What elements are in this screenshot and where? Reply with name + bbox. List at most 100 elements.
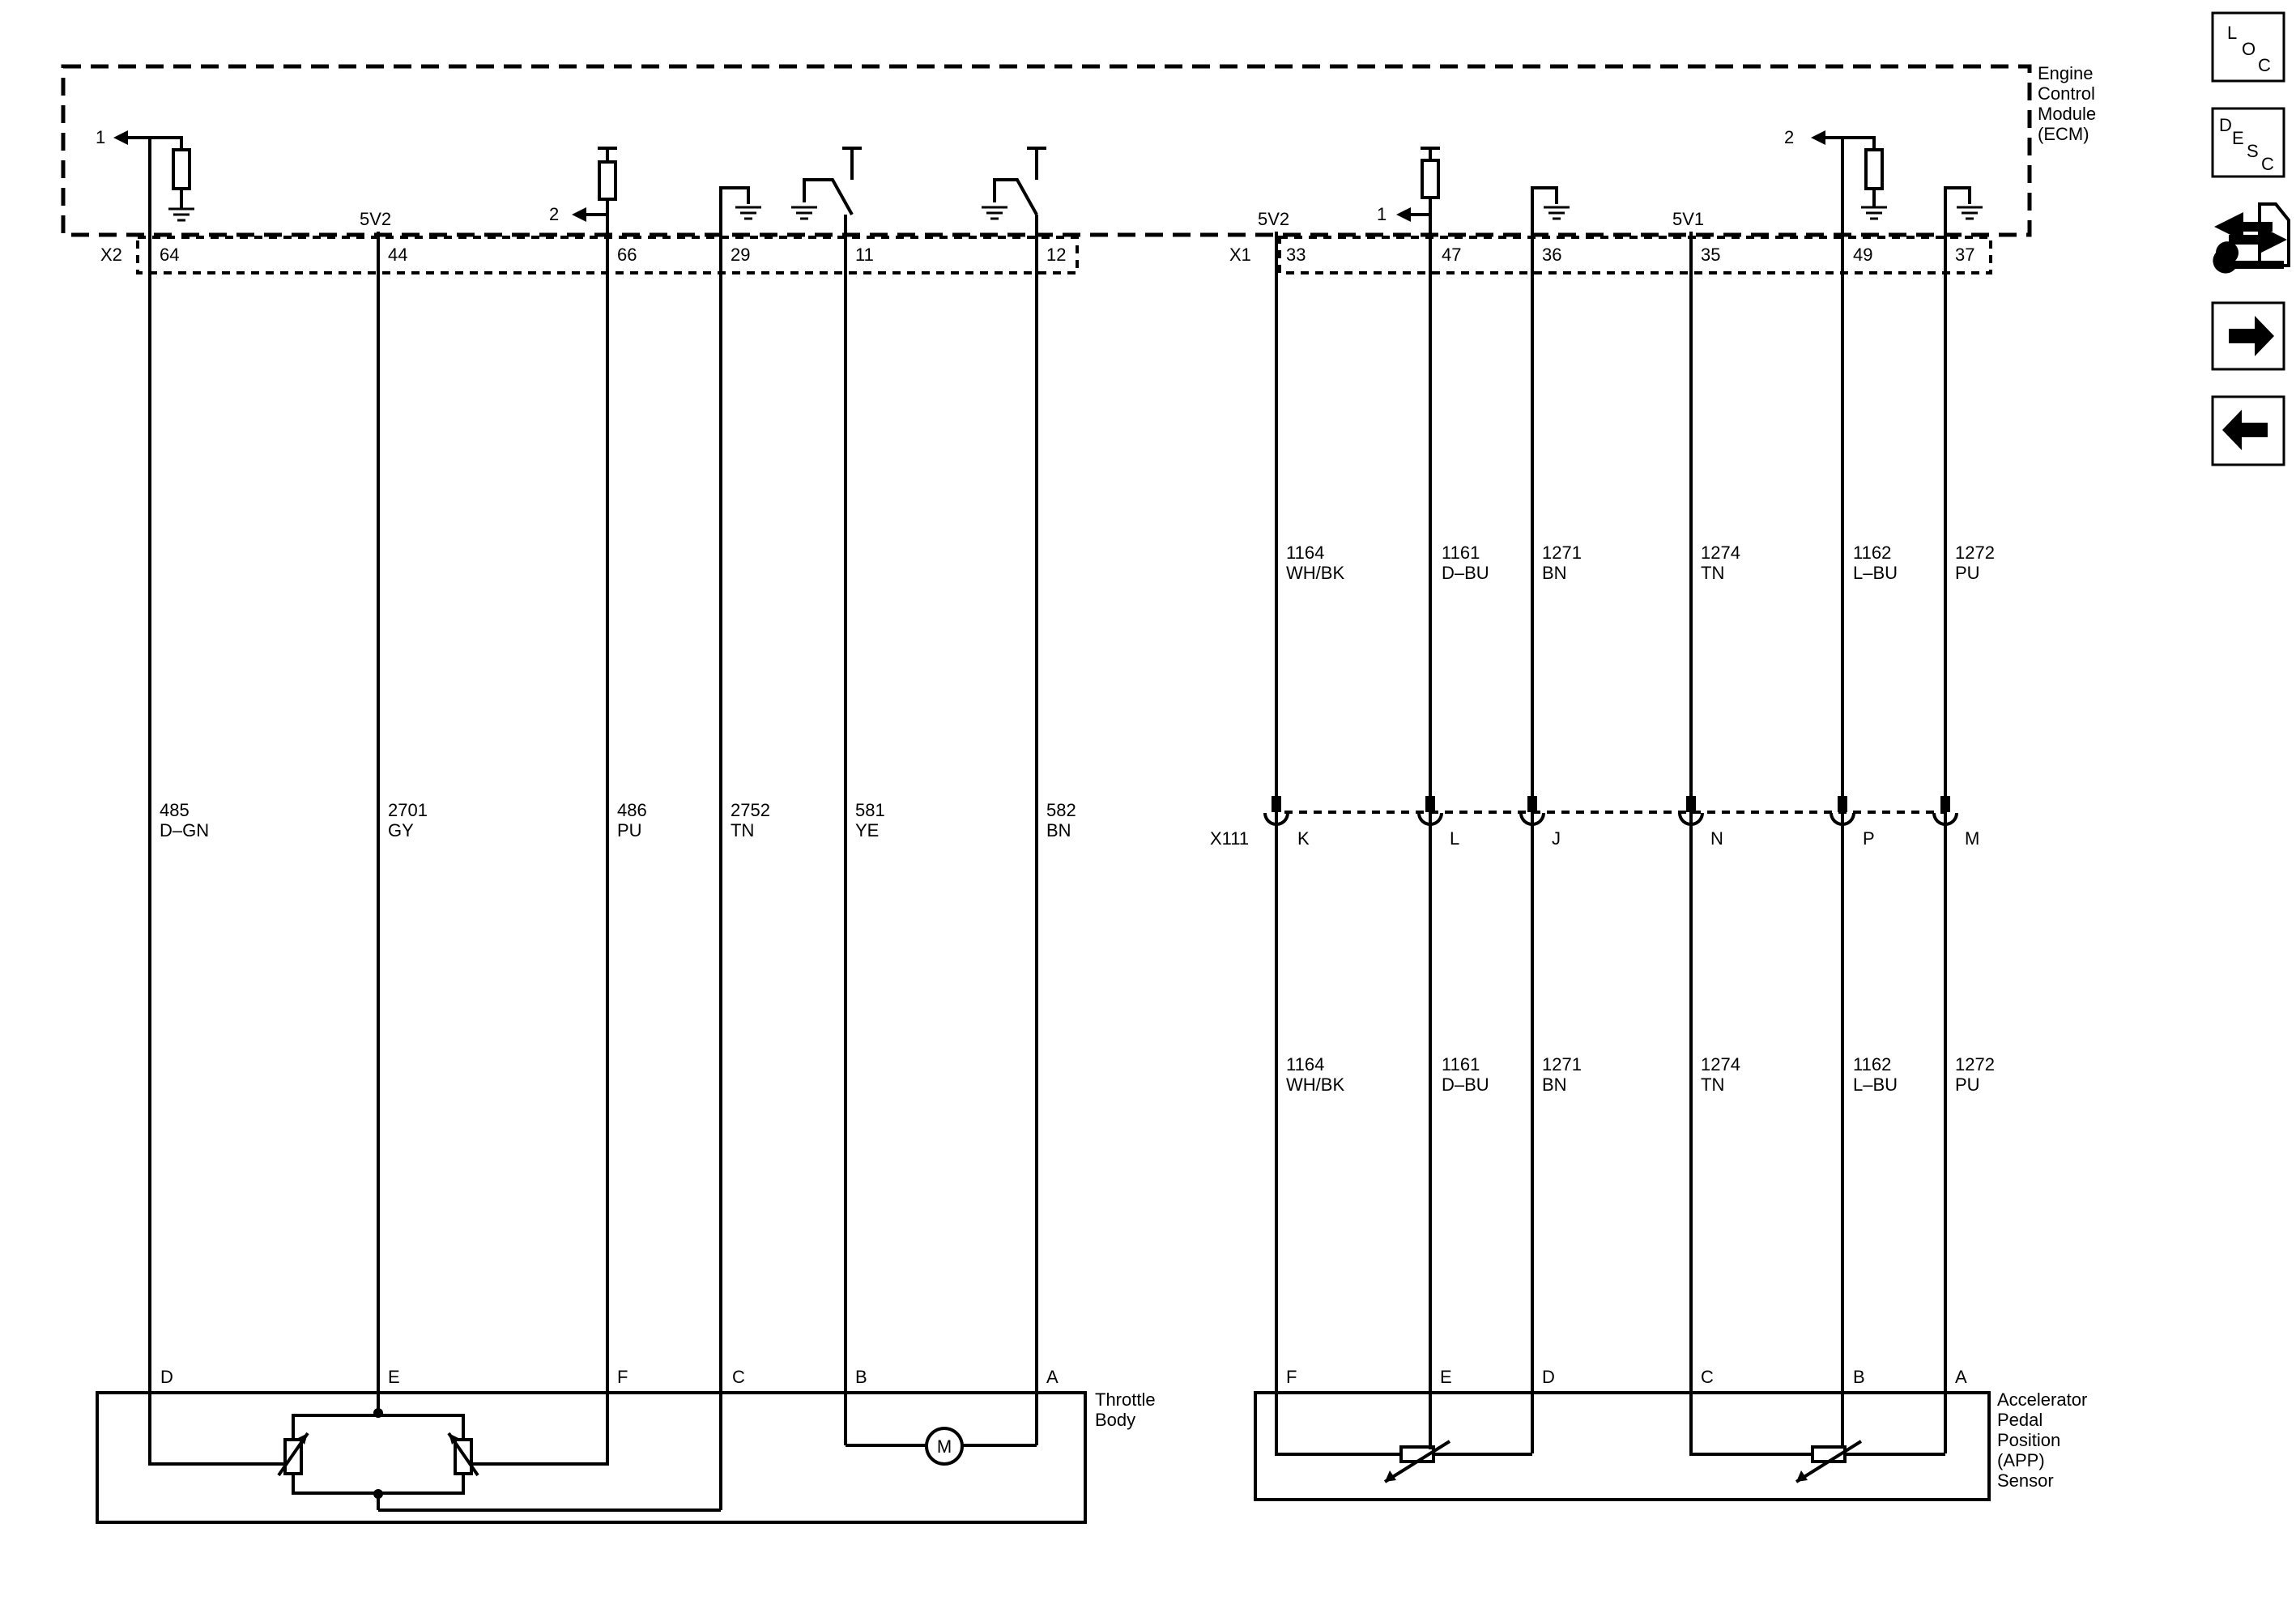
loc-letter-c: C	[2258, 55, 2271, 75]
svg-text:L–BU: L–BU	[1853, 563, 1898, 583]
svg-text:29: 29	[731, 245, 750, 265]
svg-text:486: 486	[617, 800, 647, 820]
svg-text:Control: Control	[2038, 83, 2095, 104]
left-wire-labels: 485 D–GN 2701 GY 486 PU 2752 TN 581 YE 5…	[160, 800, 1076, 840]
connector-wrench-icon	[2213, 202, 2290, 274]
svg-text:1272: 1272	[1955, 543, 1995, 563]
ref-2-right: 2	[1784, 127, 1794, 147]
svg-text:1272: 1272	[1955, 1054, 1995, 1074]
desc-button[interactable]: D E S C	[2211, 107, 2285, 178]
supply-5v2-right: 5V2	[1258, 209, 1289, 229]
connector-x1-housing	[1278, 236, 1992, 274]
desc-letter-c: C	[2261, 154, 2274, 174]
svg-text:D–GN: D–GN	[160, 820, 209, 840]
left-pin-numbers: 64 44 66 29 11 12	[160, 245, 1066, 265]
right-wire-labels-upper: 1164 WH/BK 1161 D–BU 1271 BN 1274 TN 116…	[1286, 543, 1995, 583]
app-sensor-terminals: F E D C B A	[1286, 1367, 1967, 1387]
svg-text:E: E	[388, 1367, 400, 1387]
app-sensor-label: Accelerator Pedal Position (APP) Sensor	[1997, 1389, 2087, 1491]
svg-text:49: 49	[1853, 245, 1872, 265]
svg-text:581: 581	[855, 800, 885, 820]
ecm-internal-left	[126, 136, 1046, 1510]
svg-text:B: B	[1853, 1367, 1865, 1387]
svg-text:C: C	[732, 1367, 745, 1387]
svg-text:BN: BN	[1046, 820, 1071, 840]
arrow-left-icon	[2222, 410, 2268, 450]
svg-text:2701: 2701	[388, 800, 428, 820]
loc-letter-l: L	[2227, 23, 2237, 43]
svg-text:B: B	[855, 1367, 867, 1387]
loc-button[interactable]: L O C	[2211, 11, 2285, 83]
throttle-body-label: Throttle Body	[1095, 1389, 1156, 1430]
svg-text:1161: 1161	[1442, 1054, 1480, 1074]
svg-text:Position: Position	[1997, 1430, 2060, 1450]
svg-text:D–BU: D–BU	[1442, 563, 1489, 583]
svg-text:(APP): (APP)	[1997, 1450, 2045, 1470]
svg-text:YE: YE	[855, 820, 879, 840]
svg-text:TN: TN	[731, 820, 754, 840]
svg-text:1164: 1164	[1286, 543, 1324, 563]
previous-button[interactable]	[2211, 395, 2285, 466]
svg-text:1162: 1162	[1853, 543, 1891, 563]
right-pin-numbers: 33 47 36 35 49 37	[1286, 245, 1974, 265]
app-sensor-arrows	[1385, 1470, 1808, 1482]
svg-text:1271: 1271	[1542, 1054, 1582, 1074]
ref-1-left: 1	[96, 127, 105, 147]
desc-letter-e: E	[2232, 128, 2244, 148]
svg-text:D: D	[1542, 1367, 1555, 1387]
svg-text:PU: PU	[1955, 1074, 1980, 1095]
svg-text:12: 12	[1046, 245, 1066, 265]
svg-text:Body: Body	[1095, 1410, 1135, 1430]
svg-text:Sensor: Sensor	[1997, 1470, 2054, 1491]
svg-text:1162: 1162	[1853, 1054, 1891, 1074]
svg-text:E: E	[1440, 1367, 1452, 1387]
motor-icon: M	[937, 1436, 952, 1457]
throttle-body-details	[298, 1408, 458, 1499]
app-sensor	[1254, 1391, 1991, 1501]
svg-text:K: K	[1297, 828, 1310, 849]
loc-letter-o: O	[2242, 39, 2256, 59]
ref-1-right: 1	[1377, 204, 1387, 224]
svg-text:11: 11	[855, 245, 874, 265]
svg-text:1164: 1164	[1286, 1054, 1324, 1074]
arrow-right-icon	[2229, 316, 2274, 356]
ecm-label: Engine Control Module (ECM)	[2038, 63, 2096, 144]
ecm-left-arrows	[113, 130, 586, 222]
svg-text:L–BU: L–BU	[1853, 1074, 1898, 1095]
next-button[interactable]	[2211, 301, 2285, 371]
inline-pin-letters: K L J N P M	[1297, 828, 1979, 849]
svg-text:J: J	[1552, 828, 1561, 849]
svg-text:D: D	[160, 1367, 173, 1387]
svg-text:485: 485	[160, 800, 190, 820]
svg-text:P: P	[1863, 828, 1875, 849]
svg-text:A: A	[1046, 1367, 1059, 1387]
svg-text:D–BU: D–BU	[1442, 1074, 1489, 1095]
svg-text:F: F	[1286, 1367, 1297, 1387]
svg-text:L: L	[1450, 828, 1459, 849]
svg-text:2752: 2752	[731, 800, 770, 820]
svg-text:(ECM): (ECM)	[2038, 124, 2089, 144]
svg-text:BN: BN	[1542, 563, 1567, 583]
inline-connector-x111	[1263, 796, 1958, 826]
svg-text:582: 582	[1046, 800, 1076, 820]
svg-text:44: 44	[388, 245, 407, 265]
connector-view-button[interactable]	[2213, 202, 2290, 274]
ecm-internal-right	[1275, 136, 1971, 1453]
right-wire-labels-lower: 1164 WH/BK 1161 D–BU 1271 BN 1274 TN 116…	[1286, 1054, 1995, 1095]
inline-connector-label: X111	[1210, 828, 1249, 849]
svg-text:Engine: Engine	[2038, 63, 2094, 83]
svg-text:C: C	[1701, 1367, 1714, 1387]
svg-text:1274: 1274	[1701, 1054, 1740, 1074]
svg-text:1274: 1274	[1701, 543, 1740, 563]
svg-text:64: 64	[160, 245, 179, 265]
connector-x2-label: X2	[100, 245, 122, 265]
desc-letter-d: D	[2219, 115, 2232, 135]
svg-text:M: M	[1965, 828, 1979, 849]
svg-text:WH/BK: WH/BK	[1286, 1074, 1344, 1095]
supply-5v1: 5V1	[1672, 209, 1704, 229]
svg-text:Module: Module	[2038, 104, 2096, 124]
svg-text:36: 36	[1542, 245, 1561, 265]
ground-icons-right	[1542, 206, 1984, 220]
svg-text:66: 66	[617, 245, 637, 265]
throttle-body-terminals: D E F C B A	[160, 1367, 1059, 1387]
